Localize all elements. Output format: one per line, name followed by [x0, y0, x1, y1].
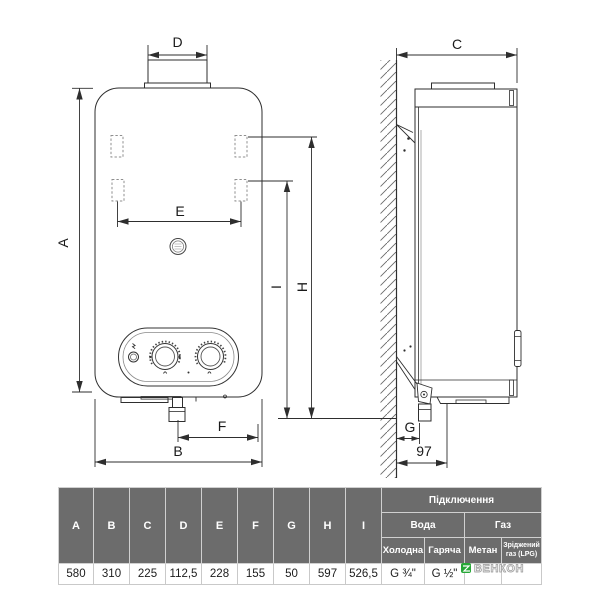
value-hot-water: G ½"	[424, 563, 465, 585]
water-pipe-front	[172, 397, 183, 408]
front-view	[94, 59, 263, 422]
dim-label-i: I	[268, 285, 284, 289]
dim-label-e: E	[175, 203, 184, 219]
side-clip	[514, 330, 522, 367]
value-e: 228	[201, 563, 238, 585]
lpg-header: Зріджений газ (LPG)	[500, 537, 543, 564]
cold-water-header: Холодна	[381, 537, 425, 564]
dim-label-g: G	[405, 419, 416, 435]
dim-label-a: A	[55, 238, 71, 248]
gas-pipe-fitting	[418, 403, 432, 422]
spark-icon	[131, 343, 136, 350]
dim-g	[396, 423, 420, 444]
gas-header: Газ	[463, 512, 543, 538]
col-header-d: D	[165, 487, 202, 564]
bottom-fittings-front	[120, 394, 227, 422]
wall-bracket-top	[396, 124, 416, 152]
dim-a	[72, 87, 93, 393]
heater-body-side	[414, 82, 522, 404]
value-a: 580	[58, 563, 94, 585]
dim-c	[396, 48, 518, 83]
dim-label-d: D	[172, 34, 182, 50]
gas-knob	[149, 340, 181, 370]
wall-hatching	[380, 60, 397, 478]
brand-logo-roundel	[169, 238, 187, 255]
value-b: 310	[93, 563, 130, 585]
value-cold-water: G ¾"	[381, 563, 425, 585]
col-header-h: H	[309, 487, 346, 564]
value-lpg	[500, 563, 543, 585]
mounting-slots	[110, 135, 248, 202]
value-f: 155	[237, 563, 274, 585]
connections-header: Підключення	[380, 487, 543, 513]
dim-wall-offset	[396, 403, 448, 468]
dim-i	[248, 180, 397, 419]
dim-b	[94, 399, 263, 467]
values-row: 580 310 225 112,5 228 155 50 597 526,5 G…	[58, 563, 543, 585]
control-panel	[118, 327, 239, 387]
value-h: 597	[309, 563, 346, 585]
hot-water-header: Гаряча	[424, 537, 465, 564]
value-g: 50	[273, 563, 310, 585]
heater-body-front	[94, 87, 263, 398]
dim-d	[147, 45, 208, 60]
technical-drawing: D C A E I H G F B 97	[55, 34, 522, 478]
flue-duct	[144, 59, 211, 89]
dim-label-c: C	[452, 36, 462, 52]
col-header-a: A	[58, 487, 94, 564]
col-header-i: I	[345, 487, 382, 564]
value-c: 225	[129, 563, 166, 585]
temperature-knob	[194, 340, 227, 370]
col-header-b: B	[93, 487, 130, 564]
dim-label-h: H	[294, 282, 310, 292]
col-header-c: C	[129, 487, 166, 564]
value-i: 526,5	[345, 563, 382, 585]
dimension-lines	[72, 45, 518, 468]
col-header-e: E	[201, 487, 238, 564]
methane-header: Метан	[464, 537, 502, 564]
water-header: Вода	[381, 512, 465, 538]
piezo-igniter-button	[128, 351, 139, 363]
side-view	[380, 60, 522, 478]
col-header-g: G	[273, 487, 310, 564]
dim-label-b: B	[173, 443, 182, 459]
col-header-f: F	[237, 487, 274, 564]
dim-h	[248, 136, 317, 419]
dim-label-f: F	[218, 418, 227, 434]
dim-e	[117, 201, 242, 227]
dim-label-97: 97	[416, 443, 432, 459]
value-d: 112,5	[165, 563, 202, 585]
panel-glyphs	[163, 371, 212, 374]
dimension-spec-table: A B C D E F G H I Підключення Вода Газ Х…	[58, 487, 543, 585]
dim-f	[177, 420, 259, 442]
wall-bracket-bottom	[396, 345, 433, 422]
value-methane	[464, 563, 502, 585]
water-valve-front	[168, 407, 186, 422]
